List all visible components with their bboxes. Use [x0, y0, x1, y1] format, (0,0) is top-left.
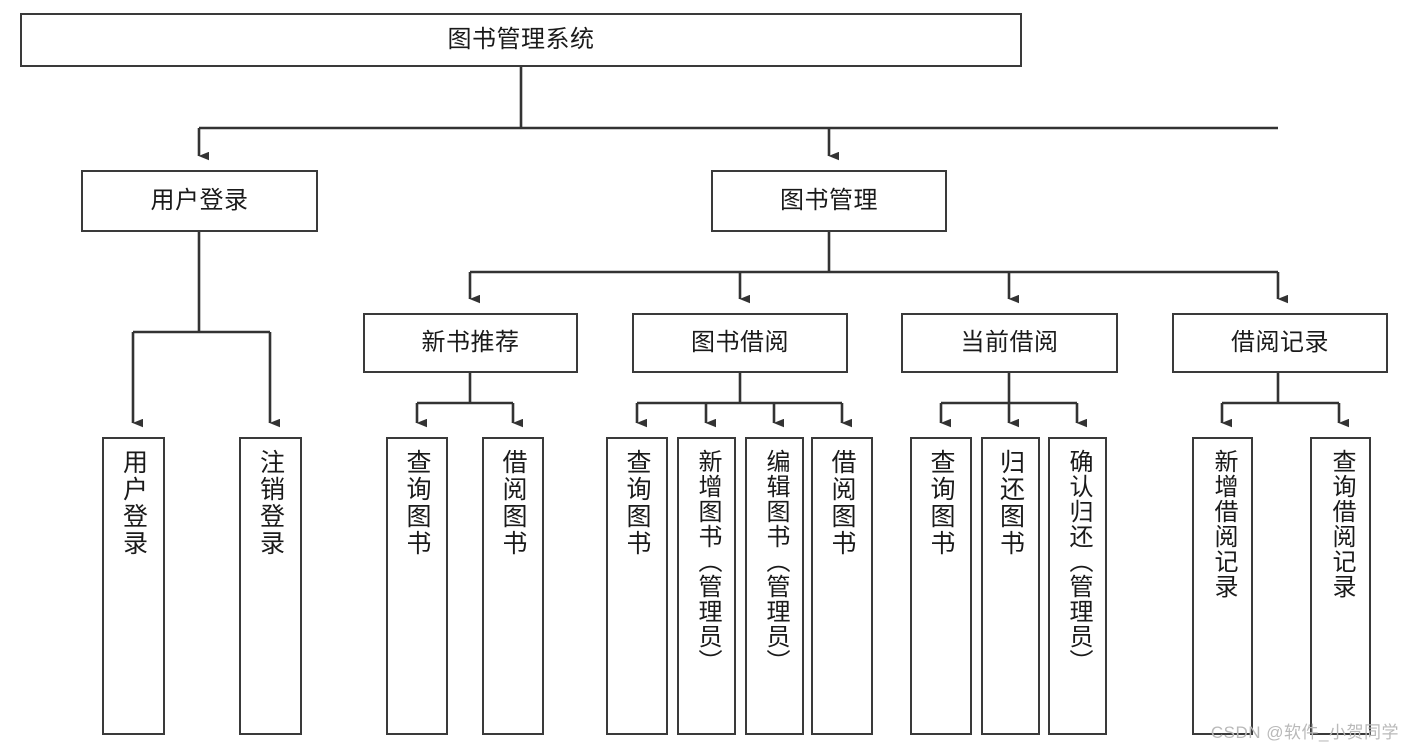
leaf-borrow-book-1[interactable]: 借阅图书	[482, 437, 544, 735]
leaf-add-record[interactable]: 新增借阅记录	[1192, 437, 1253, 735]
node-current-borrow-label: 当前借阅	[960, 329, 1059, 356]
node-borrow-record-label: 借阅记录	[1231, 329, 1329, 356]
leaf-edit-book-label: 编辑图书（管理员）	[761, 449, 789, 674]
leaf-add-book-label: 新增图书（管理员）	[693, 449, 721, 674]
leaf-edit-book[interactable]: 编辑图书（管理员）	[745, 437, 804, 735]
node-root-label: 图书管理系统	[447, 26, 595, 53]
leaf-confirm-return[interactable]: 确认归还（管理员）	[1048, 437, 1107, 735]
node-book-borrow[interactable]: 图书借阅	[632, 313, 848, 373]
leaf-add-book[interactable]: 新增图书（管理员）	[677, 437, 736, 735]
node-new-book-recommend[interactable]: 新书推荐	[363, 313, 578, 373]
leaf-query-book-2-label: 查询图书	[623, 449, 651, 557]
leaf-logout-label: 注销登录	[256, 449, 285, 557]
leaf-user-login-label: 用户登录	[119, 449, 148, 557]
leaf-confirm-return-label: 确认归还（管理员）	[1064, 449, 1092, 674]
leaf-borrow-book-1-label: 借阅图书	[499, 449, 527, 557]
leaf-add-record-label: 新增借阅记录	[1209, 449, 1237, 599]
leaf-query-book-2[interactable]: 查询图书	[606, 437, 668, 735]
leaf-query-book-3[interactable]: 查询图书	[910, 437, 972, 735]
node-book-admin-label: 图书管理	[780, 187, 878, 214]
node-book-admin[interactable]: 图书管理	[711, 170, 947, 232]
node-book-borrow-label: 图书借阅	[691, 329, 789, 356]
node-borrow-record[interactable]: 借阅记录	[1172, 313, 1388, 373]
leaf-borrow-book-2-label: 借阅图书	[828, 449, 856, 557]
leaf-query-book-3-label: 查询图书	[927, 449, 955, 557]
leaf-query-book-1[interactable]: 查询图书	[386, 437, 448, 735]
leaf-user-login[interactable]: 用户登录	[102, 437, 165, 735]
leaf-borrow-book-2[interactable]: 借阅图书	[811, 437, 873, 735]
leaf-logout[interactable]: 注销登录	[239, 437, 302, 735]
node-user-login-label: 用户登录	[150, 187, 249, 214]
node-root[interactable]: 图书管理系统	[20, 13, 1022, 67]
leaf-return-book-label: 归还图书	[996, 449, 1025, 557]
leaf-query-book-1-label: 查询图书	[403, 449, 431, 557]
leaf-query-record-label: 查询借阅记录	[1327, 449, 1355, 599]
leaf-query-record[interactable]: 查询借阅记录	[1310, 437, 1371, 735]
leaf-return-book[interactable]: 归还图书	[981, 437, 1040, 735]
node-current-borrow[interactable]: 当前借阅	[901, 313, 1118, 373]
node-user-login[interactable]: 用户登录	[81, 170, 318, 232]
node-new-book-recommend-label: 新书推荐	[421, 329, 520, 356]
